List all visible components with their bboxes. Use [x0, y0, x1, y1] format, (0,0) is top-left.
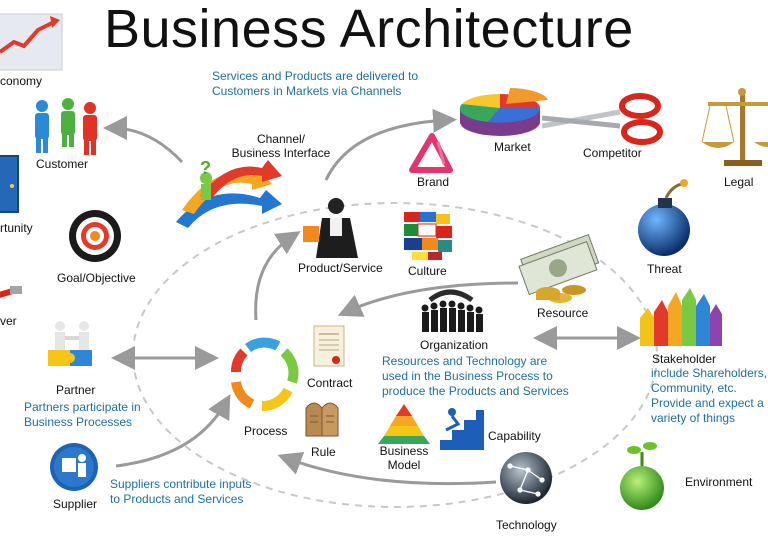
note-stakeholder-line-3: Provide and expect a — [651, 396, 764, 410]
page-title: Business Architecture — [104, 0, 634, 59]
label-channel-line-1: Channel/ — [256, 132, 306, 146]
note-suppliers-line-2: to Products and Services — [110, 492, 244, 506]
note-partners: Partners participate in Business Process… — [24, 400, 141, 430]
process-cycle-icon — [231, 337, 299, 411]
note-resources-line-3: produce the Products and Services — [382, 384, 569, 398]
label-legal: Legal — [724, 175, 754, 189]
rule-tablets-icon — [305, 402, 339, 437]
opportunity-door-icon — [0, 155, 19, 213]
label-business-model: Business Model — [376, 444, 432, 472]
label-business-model-line-2: Model — [387, 458, 421, 472]
arrow-product-to-market — [324, 108, 457, 181]
note-stakeholder: include Shareholders, Community, etc. Pr… — [651, 366, 767, 426]
label-channel-line-2: Business Interface — [231, 146, 331, 160]
label-channel: Channel/ Business Interface — [226, 132, 336, 160]
label-product: Product/Service — [298, 261, 383, 275]
business-model-pyramid-icon — [378, 404, 430, 444]
technology-globe-icon — [500, 452, 552, 504]
label-competitor: Competitor — [583, 146, 642, 160]
label-contract: Contract — [307, 376, 353, 390]
brand-triangle-icon — [409, 133, 453, 173]
arrow-channel-to-customer — [103, 116, 184, 164]
legal-scales-icon — [701, 88, 768, 166]
note-partners-line-1: Partners participate in — [24, 400, 141, 414]
note-resources-line-1: Resources and Technology are — [382, 354, 548, 368]
label-business-model-line-1: Business — [379, 444, 429, 458]
label-market: Market — [494, 140, 531, 154]
label-power: ver — [0, 314, 17, 328]
power-cable-icon — [0, 286, 22, 298]
note-stakeholder-line-4: variety of things — [651, 411, 736, 425]
note-suppliers-line-1: Suppliers contribute inputs — [110, 477, 252, 491]
note-resources-line-2: used in the Business Process to — [382, 369, 553, 383]
label-threat: Threat — [647, 262, 682, 276]
svg-text:?: ? — [200, 158, 211, 178]
label-resource: Resource — [537, 306, 589, 320]
product-person-icon — [303, 198, 358, 258]
channel-arrows-icon: ? — [176, 158, 282, 228]
label-process: Process — [244, 424, 288, 438]
dashed-ring — [132, 202, 658, 508]
note-services-line-1: Services and Products are delivered to — [212, 69, 419, 83]
note-partners-line-2: Business Processes — [24, 415, 133, 429]
note-stakeholder-line-1: include Shareholders, — [651, 366, 768, 380]
label-brand: Brand — [417, 175, 450, 189]
stakeholder-hands-icon — [640, 288, 722, 346]
label-customer: Customer — [36, 157, 89, 171]
label-capability: Capability — [488, 429, 541, 443]
organization-people-icon — [421, 289, 483, 332]
capability-stairs-icon — [440, 408, 484, 450]
goal-target-icon — [69, 210, 121, 262]
label-partner: Partner — [56, 383, 96, 397]
note-services-line-2: Customers in Markets via Channels — [212, 84, 402, 98]
market-pie-icon — [459, 88, 548, 136]
label-opportunity: rtunity — [0, 221, 33, 235]
arrow-process-to-product — [254, 231, 301, 321]
label-stakeholder: Stakeholder — [652, 352, 717, 366]
contract-document-icon — [313, 325, 345, 367]
economy-chart-icon — [0, 13, 63, 71]
threat-bomb-icon — [638, 179, 690, 256]
customer-people-icon — [35, 98, 97, 155]
note-suppliers: Suppliers contribute inputs to Products … — [110, 477, 251, 507]
label-environment: Environment — [685, 475, 753, 489]
label-goal: Goal/Objective — [57, 271, 136, 285]
culture-globe-icon — [402, 210, 454, 262]
label-technology: Technology — [496, 518, 557, 532]
label-culture: Culture — [408, 264, 447, 278]
resource-money-icon — [518, 234, 600, 303]
label-economy: conomy — [0, 74, 43, 88]
arrow-technology-to-process — [277, 451, 497, 486]
label-supplier: Supplier — [53, 497, 98, 511]
note-stakeholder-line-2: Community, etc. — [651, 381, 737, 395]
environment-globe-icon — [620, 442, 664, 510]
label-rule: Rule — [311, 445, 336, 459]
arrow-supplier-to-process — [115, 394, 231, 468]
supplier-badge-icon — [50, 443, 98, 491]
competitor-scissors-icon — [541, 93, 663, 145]
label-organization: Organization — [420, 338, 489, 352]
note-services: Services and Products are delivered to C… — [212, 69, 418, 99]
note-resources: Resources and Technology are used in the… — [382, 354, 569, 399]
arrow-resource-to-organization — [337, 281, 519, 317]
partner-puzzle-icon — [48, 321, 92, 366]
